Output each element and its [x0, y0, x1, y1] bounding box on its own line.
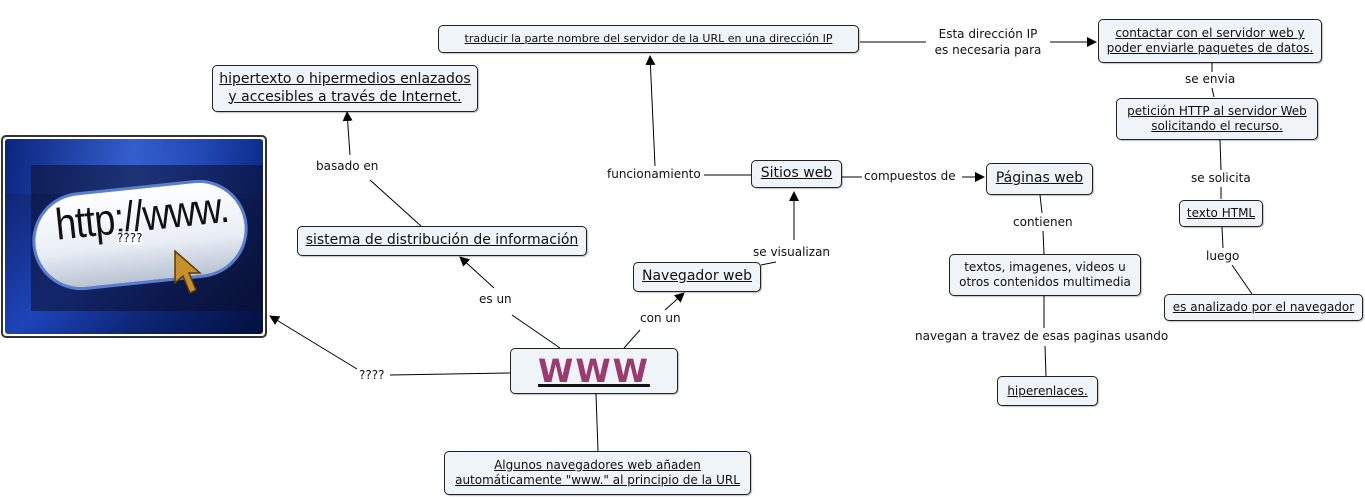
link-label-navegan: navegan a travez de esas paginas usando: [913, 329, 1170, 345]
node-hipertexto[interactable]: hipertexto o hipermedios enlazados y acc…: [212, 65, 478, 112]
node-paginas-web[interactable]: Páginas web: [986, 163, 1093, 195]
link-label-esta-direccion: Esta dirección IP es necesaria para: [926, 27, 1050, 58]
node-contactar[interactable]: contactar con el servidor web y poder en…: [1098, 19, 1322, 63]
node-hiperenlaces[interactable]: hiperenlaces.: [997, 376, 1098, 406]
image-overlay-text: ????: [117, 231, 142, 245]
link-label-unknown: ????: [357, 368, 386, 384]
www-label: WWW: [538, 351, 650, 391]
node-sitios-web[interactable]: Sitios web: [751, 160, 842, 188]
image-background: http://www. ????: [5, 139, 263, 334]
link-label-con-un: con un: [638, 311, 683, 327]
link-label-se-solicita: se solicita: [1189, 171, 1253, 187]
node-textos[interactable]: textos, imagenes, videos u otros conteni…: [949, 254, 1141, 296]
node-peticion[interactable]: petición HTTP al servidor Web solicitand…: [1116, 98, 1318, 140]
http-url-image: http://www. ????: [1, 135, 267, 338]
link-label-compuestos-de: compuestos de: [862, 169, 958, 185]
node-algunos[interactable]: Algunos navegadores web añaden automátic…: [444, 451, 751, 495]
node-analizado[interactable]: es analizado por el navegador: [1164, 294, 1363, 321]
link-label-se-envia: se envia: [1183, 72, 1237, 88]
link-label-basado-en: basado en: [314, 159, 380, 175]
node-traducir[interactable]: traducir la parte nombre del servidor de…: [438, 25, 859, 53]
link-label-se-visualizan: se visualizan: [751, 245, 832, 261]
link-label-luego: luego: [1204, 249, 1241, 265]
link-label-es-un: es un: [477, 292, 514, 308]
link-label-contienen: contienen: [1011, 215, 1075, 231]
link-label-funcionamiento: funcionamiento: [605, 167, 703, 183]
node-www[interactable]: WWW: [510, 348, 678, 394]
node-sistema[interactable]: sistema de distribución de información: [297, 226, 587, 256]
cursor-arrow-icon: [173, 249, 207, 299]
node-texto-html[interactable]: texto HTML: [1179, 200, 1263, 227]
node-navegador-web[interactable]: Navegador web: [633, 262, 761, 292]
